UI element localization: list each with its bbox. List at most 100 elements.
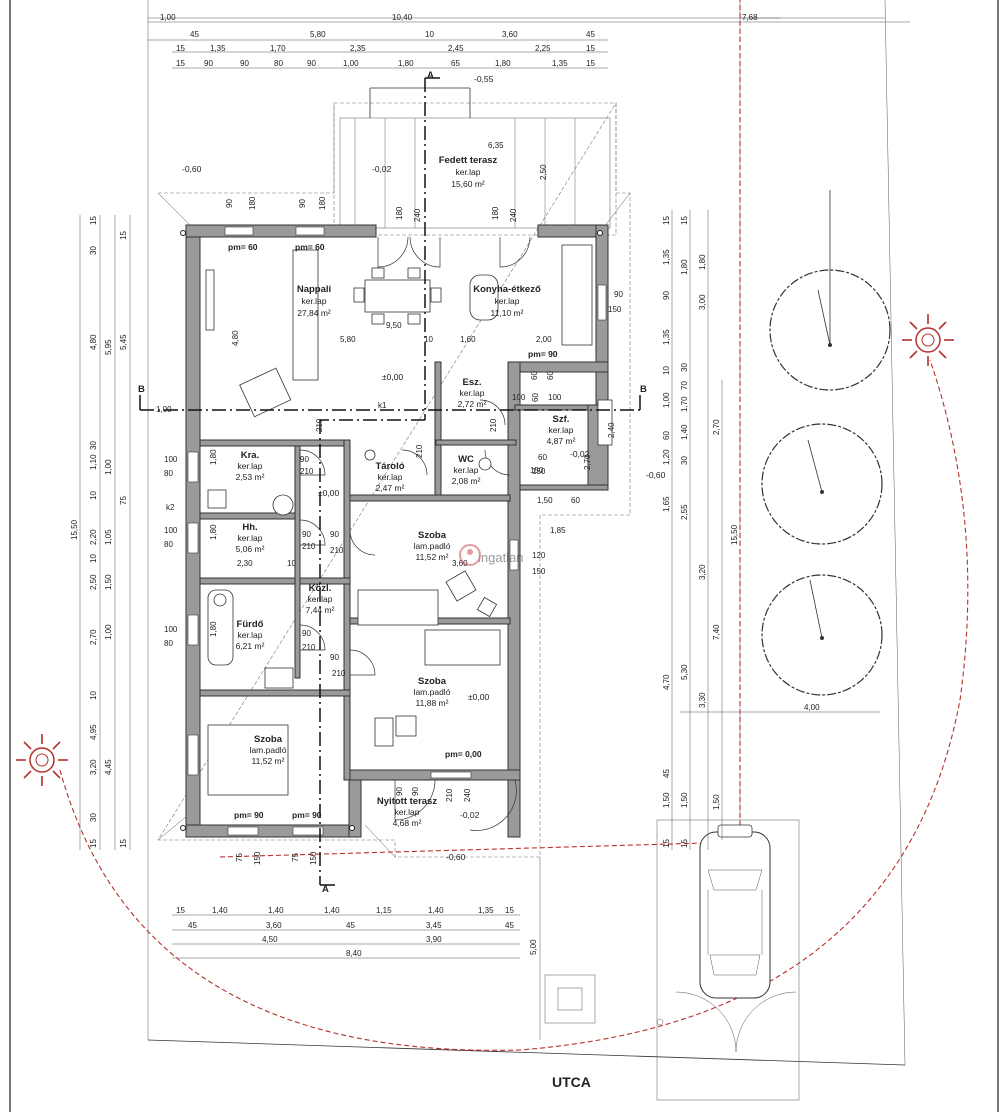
svg-text:4,45: 4,45 bbox=[104, 759, 113, 775]
room-label: Közl. ker.lap 7,44 m² bbox=[306, 583, 335, 615]
svg-text:90: 90 bbox=[330, 530, 339, 539]
room-label: Konyha-étkező ker.lap 11,10 m² bbox=[473, 284, 541, 318]
svg-text:1,00: 1,00 bbox=[104, 459, 113, 475]
svg-text:1,85: 1,85 bbox=[550, 526, 566, 535]
room-label: Szoba lam.padló 11,52 m² bbox=[250, 734, 287, 766]
svg-text:1,70: 1,70 bbox=[270, 44, 286, 53]
svg-text:ker.lap: ker.lap bbox=[237, 461, 262, 471]
svg-text:5,06 m²: 5,06 m² bbox=[236, 544, 265, 554]
svg-text:1,40: 1,40 bbox=[268, 906, 284, 915]
svg-text:pm= 90: pm= 90 bbox=[292, 810, 322, 820]
tree-icon bbox=[761, 423, 883, 545]
interior-dims: 9,50 5,80 10 1,60 2,00 1,00 4,80 2,40 2,… bbox=[156, 141, 616, 568]
svg-text:30: 30 bbox=[680, 456, 689, 465]
svg-text:60: 60 bbox=[546, 371, 555, 380]
svg-text:ker.lap: ker.lap bbox=[377, 472, 402, 482]
svg-text:7,68: 7,68 bbox=[742, 13, 758, 22]
svg-text:2,35: 2,35 bbox=[350, 44, 366, 53]
svg-text:2,30: 2,30 bbox=[237, 559, 253, 568]
dimension-chain-left: 15,50 4,80 1,10 2,20 2,50 2,70 4,95 5,95… bbox=[70, 215, 131, 850]
corner-markers bbox=[180, 230, 603, 831]
svg-text:ker.lap: ker.lap bbox=[459, 388, 484, 398]
section-label: A bbox=[322, 884, 329, 895]
svg-text:pm= 0,00: pm= 0,00 bbox=[445, 749, 482, 759]
street-label: UTCA bbox=[552, 1074, 591, 1090]
svg-text:1,80: 1,80 bbox=[398, 59, 414, 68]
svg-text:90: 90 bbox=[204, 59, 213, 68]
svg-text:1,35: 1,35 bbox=[662, 329, 671, 345]
svg-text:100: 100 bbox=[164, 526, 178, 535]
svg-text:240: 240 bbox=[413, 208, 422, 222]
svg-text:1,10: 1,10 bbox=[89, 454, 98, 470]
svg-text:-0,55: -0,55 bbox=[474, 74, 494, 84]
opening-dims: 90 180 90 180 180 240 180 240 90 150 100… bbox=[164, 196, 623, 865]
svg-text:27,84 m²: 27,84 m² bbox=[297, 308, 331, 318]
svg-text:Tároló: Tároló bbox=[375, 461, 404, 472]
svg-text:150: 150 bbox=[309, 851, 318, 865]
svg-text:±0,00: ±0,00 bbox=[382, 372, 403, 382]
svg-text:240: 240 bbox=[509, 208, 518, 222]
svg-text:1,80: 1,80 bbox=[698, 254, 707, 270]
svg-text:100: 100 bbox=[512, 393, 526, 402]
svg-text:2,45: 2,45 bbox=[448, 44, 464, 53]
watermark-logo: ingatlan bbox=[459, 544, 524, 566]
svg-text:-0,02: -0,02 bbox=[570, 449, 590, 459]
svg-text:5,30: 5,30 bbox=[680, 664, 689, 680]
dimension-chain-bottom: 15 1,40 1,40 1,40 1,15 1,40 1,35 15 45 3… bbox=[172, 906, 520, 959]
plot-boundary bbox=[147, 0, 906, 1066]
svg-text:15: 15 bbox=[680, 839, 689, 848]
svg-text:90: 90 bbox=[411, 787, 420, 796]
svg-text:pm= 90: pm= 90 bbox=[528, 349, 558, 359]
svg-text:10: 10 bbox=[89, 691, 98, 700]
svg-text:-0,02: -0,02 bbox=[460, 810, 480, 820]
svg-text:1,50: 1,50 bbox=[104, 574, 113, 590]
svg-text:lam.padló: lam.padló bbox=[414, 541, 451, 551]
svg-text:Fürdő: Fürdő bbox=[237, 619, 264, 630]
svg-text:ker.lap: ker.lap bbox=[237, 533, 262, 543]
windows bbox=[187, 226, 607, 836]
svg-text:ker.lap: ker.lap bbox=[455, 167, 480, 177]
svg-text:1,35: 1,35 bbox=[552, 59, 568, 68]
svg-text:1,50: 1,50 bbox=[662, 792, 671, 808]
svg-text:60: 60 bbox=[531, 393, 540, 402]
svg-text:15,60 m²: 15,60 m² bbox=[451, 179, 485, 189]
svg-text:90: 90 bbox=[302, 530, 311, 539]
svg-text:5,95: 5,95 bbox=[104, 339, 113, 355]
svg-text:150: 150 bbox=[532, 467, 546, 476]
svg-text:60: 60 bbox=[530, 371, 539, 380]
svg-text:3,60: 3,60 bbox=[502, 30, 518, 39]
room-label: WC ker.lap 2,08 m² bbox=[452, 454, 481, 486]
doors bbox=[299, 236, 531, 831]
svg-text:80: 80 bbox=[164, 469, 173, 478]
svg-text:Kra.: Kra. bbox=[241, 450, 259, 461]
svg-text:4,95: 4,95 bbox=[89, 724, 98, 740]
svg-text:lam.padló: lam.padló bbox=[414, 687, 451, 697]
svg-text:2,55: 2,55 bbox=[680, 504, 689, 520]
page-border bbox=[9, 0, 999, 1112]
dimension-chain-top: 1,00 10,40 7,68 45 5,80 10 3,60 45 15 1,… bbox=[148, 13, 910, 69]
svg-text:60: 60 bbox=[538, 453, 547, 462]
svg-text:ker.lap: ker.lap bbox=[307, 594, 332, 604]
section-label: B bbox=[640, 384, 647, 395]
svg-text:2,25: 2,25 bbox=[535, 44, 551, 53]
svg-text:1,35: 1,35 bbox=[478, 906, 494, 915]
svg-text:30: 30 bbox=[89, 813, 98, 822]
svg-text:1,80: 1,80 bbox=[209, 449, 218, 465]
svg-text:ker.lap: ker.lap bbox=[548, 425, 573, 435]
svg-text:1,35: 1,35 bbox=[662, 249, 671, 265]
room-label: Nyitott terasz ker.lap 4,68 m² bbox=[377, 796, 437, 828]
svg-text:11,10 m²: 11,10 m² bbox=[491, 308, 524, 318]
svg-text:45: 45 bbox=[505, 921, 514, 930]
svg-text:2,08 m²: 2,08 m² bbox=[452, 476, 481, 486]
svg-text:15,50: 15,50 bbox=[70, 519, 79, 540]
svg-text:Szoba: Szoba bbox=[254, 734, 283, 745]
svg-text:120: 120 bbox=[532, 551, 546, 560]
svg-text:1,50: 1,50 bbox=[712, 794, 721, 810]
svg-text:10: 10 bbox=[89, 554, 98, 563]
svg-text:1,80: 1,80 bbox=[680, 259, 689, 275]
svg-text:5,45: 5,45 bbox=[119, 334, 128, 350]
svg-text:2,70: 2,70 bbox=[583, 454, 592, 470]
svg-text:1,15: 1,15 bbox=[376, 906, 392, 915]
svg-text:90: 90 bbox=[307, 59, 316, 68]
svg-text:3,00: 3,00 bbox=[698, 294, 707, 310]
